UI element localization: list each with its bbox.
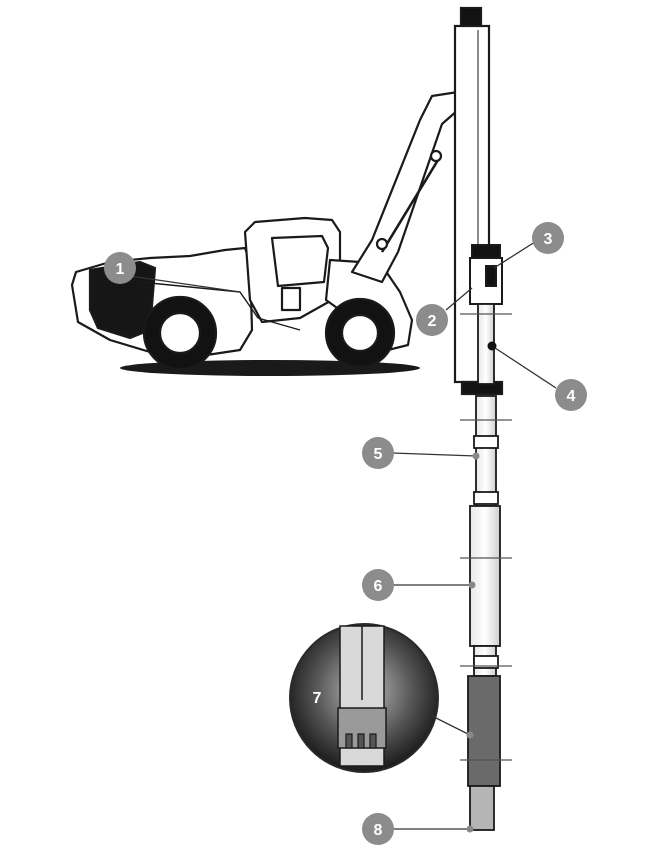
callout-4-label: 4 [567,388,576,405]
boom-pivot-upper [429,149,443,163]
boom-cylinder [380,159,440,253]
leader-3 [493,239,539,269]
callout-5-badge [362,437,394,469]
callout-5: 5 [362,437,394,469]
callout-7-label: 7 [313,690,322,707]
callout-8: 8 [362,813,394,845]
callout-3: 3 [532,222,564,254]
hose-line [139,281,301,331]
depth-ticks [460,313,512,761]
rotation-unit-cap [471,244,501,260]
callout-1-badge [104,252,136,284]
callout-5-label: 5 [374,446,383,463]
callout-6-label: 6 [374,578,383,595]
callout-8-label: 8 [374,822,383,839]
rear-wheel-hub [158,311,202,355]
coupling-3 [473,655,499,669]
callout-6-badge [362,569,394,601]
drill-tube-1 [475,395,497,507]
boom-arm [350,90,460,284]
callout-2: 2 [416,304,448,336]
callout-3-badge [532,222,564,254]
callout-2-label: 2 [428,313,437,330]
magnified-inset [289,623,439,773]
leader-dot-7 [466,731,474,739]
callout-7: 7 [313,690,322,707]
pilot-tube [467,675,501,787]
boom [350,90,460,284]
leader-dot-4 [487,341,497,351]
drill-bit [469,785,495,831]
callout-4: 4 [555,379,587,411]
drill-tube-2 [469,505,501,647]
rotation-unit-detail [485,265,497,287]
callout-6: 6 [362,569,394,601]
cab-window [270,234,330,288]
leader-dot-8 [466,825,474,833]
leader-dot-5 [472,452,480,460]
callout-4-badge [555,379,587,411]
leader-dot-6 [468,581,476,589]
front-wheel-hub [340,313,380,353]
callout-2-badge [416,304,448,336]
leader-4 [491,345,557,389]
leader-7 [431,715,471,736]
callout-1-label: 1 [116,261,125,278]
coupling-1 [473,435,499,449]
leader-5 [391,452,477,457]
leader-1 [129,275,241,293]
boom-pivot [375,237,389,251]
rotation-unit [469,244,503,305]
leader-2 [445,287,473,311]
engine-block [88,260,157,340]
carrier-vehicle [70,216,414,371]
coupling-2 [473,491,499,505]
callout-1: 1 [104,252,136,284]
leader-lines [129,239,557,830]
callout-3-label: 3 [544,231,553,248]
cab-door [280,286,302,312]
callout-8-badge [362,813,394,845]
